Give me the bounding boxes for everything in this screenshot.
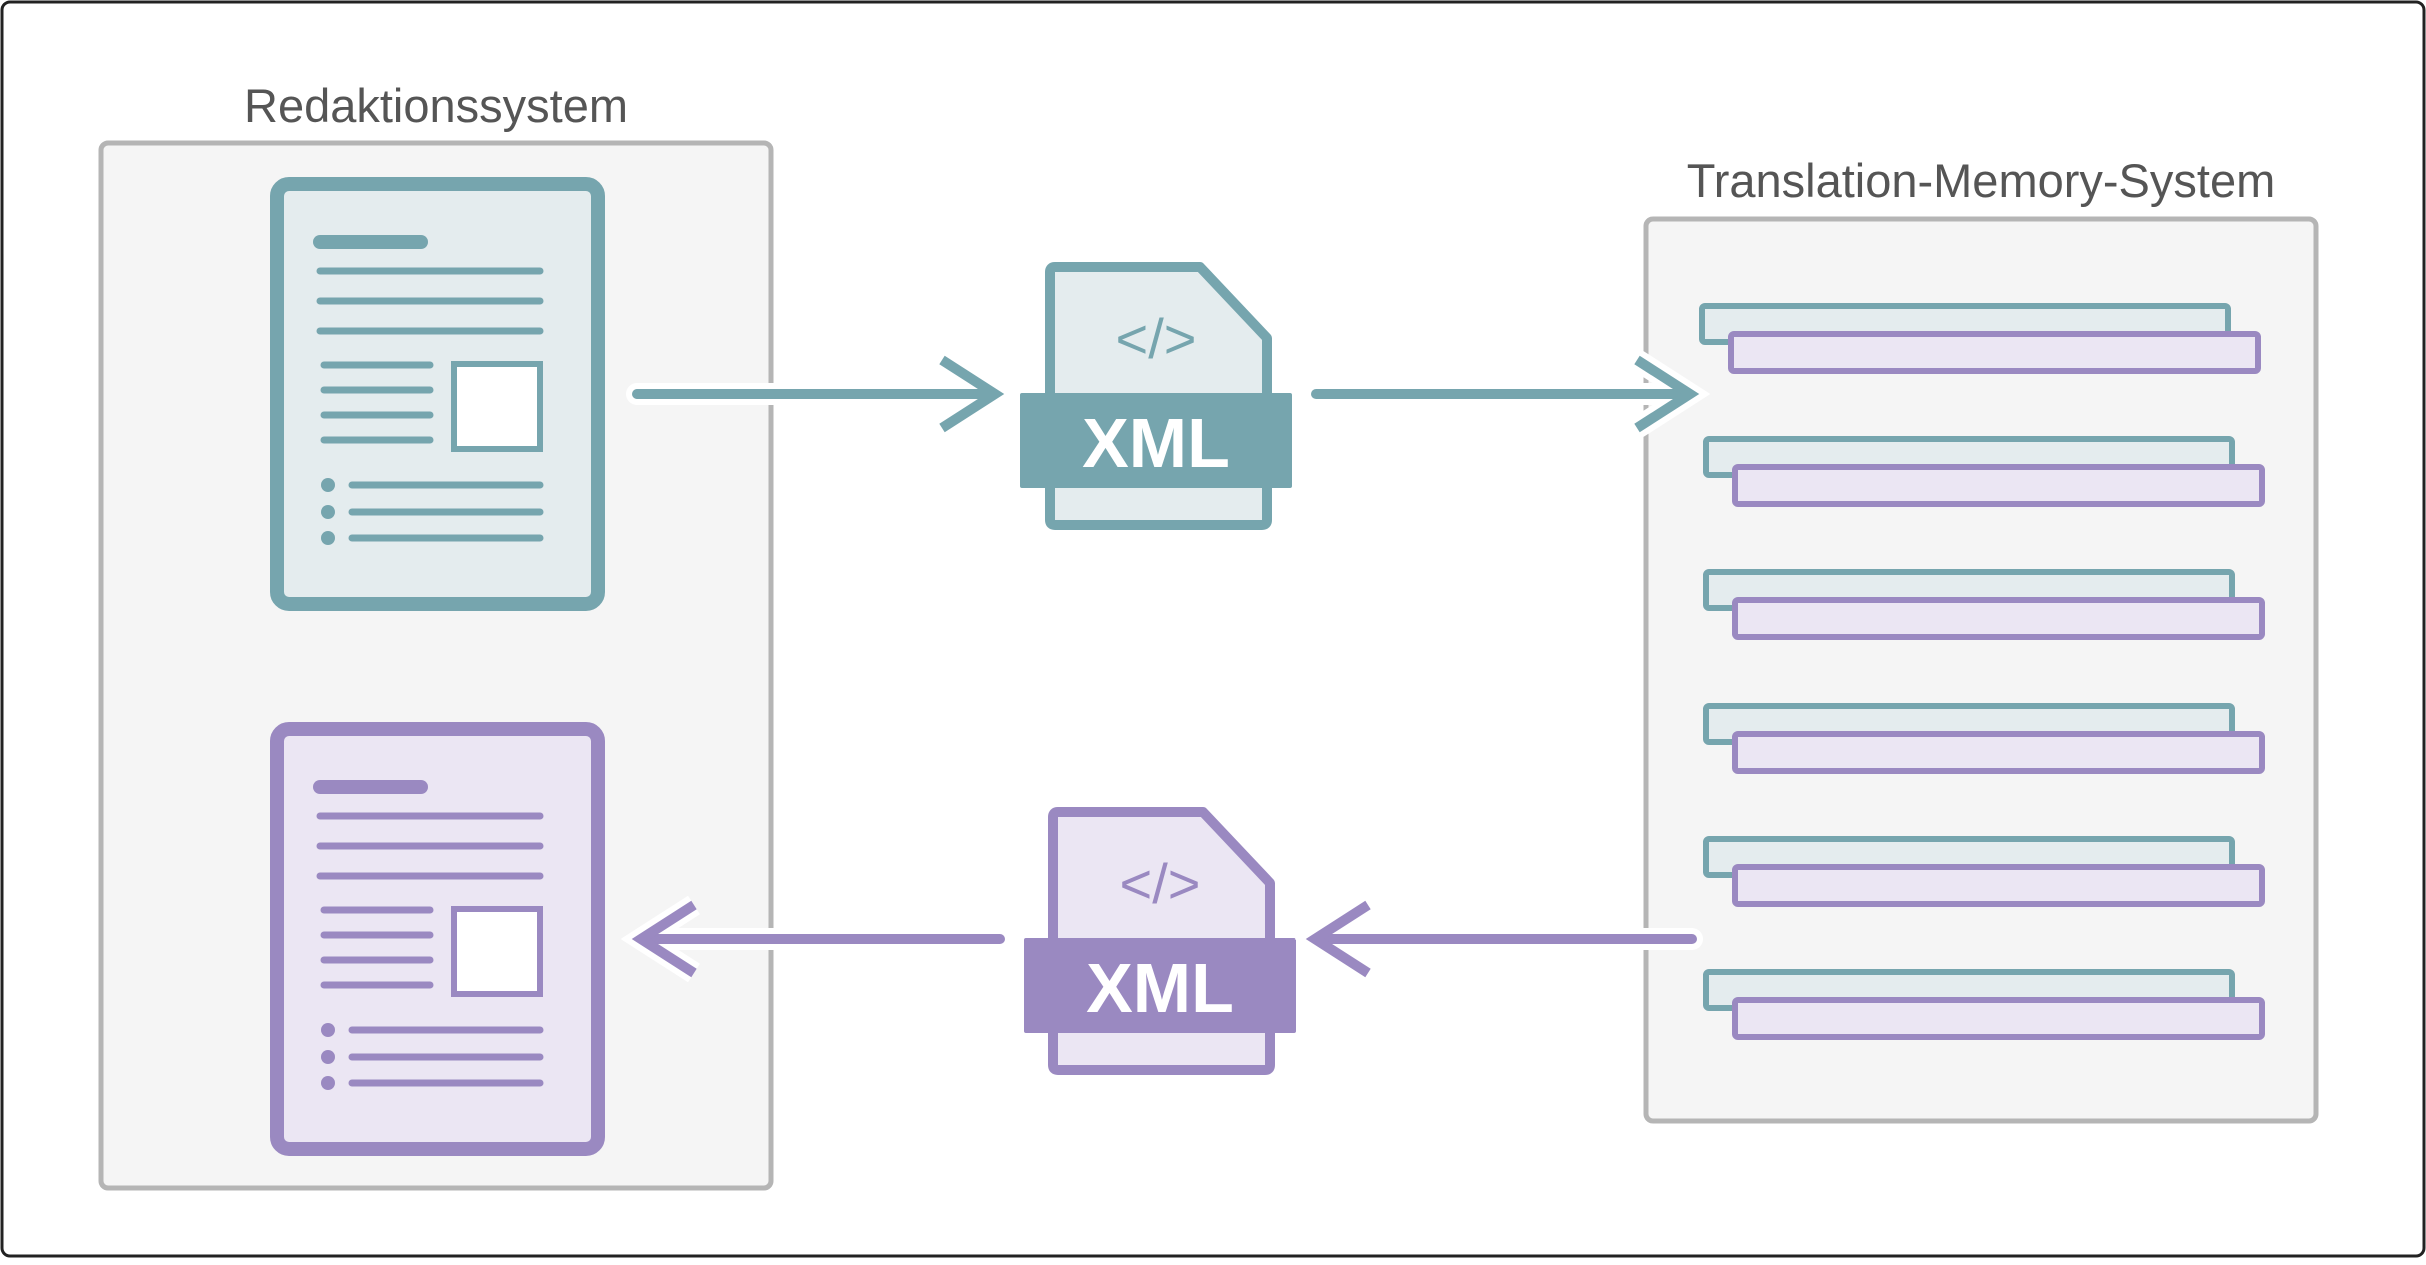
xml-import-code-glyph: </> (1120, 852, 1201, 915)
tm-segment-pairs (1699, 303, 2265, 1040)
source-document-icon (270, 177, 605, 611)
arrow-xml-to-tms (1305, 350, 1711, 438)
xml-import-label: XML (1086, 949, 1234, 1027)
xml-export-code-glyph: </> (1116, 307, 1197, 370)
tm-segment-pair (1703, 569, 2265, 640)
arrow-tms-to-xml (1294, 895, 1703, 983)
tm-segment-pair (1703, 436, 2265, 507)
target-document-icon (270, 722, 605, 1156)
tm-segment-pair (1703, 969, 2265, 1040)
arrow-doc-to-xml (626, 350, 1016, 438)
redaktionssystem-label: Redaktionssystem (244, 79, 628, 132)
xml-import-file-icon: </> XML (1024, 807, 1296, 1075)
tm-segment-pair (1703, 836, 2265, 907)
tm-segment-pair (1699, 303, 2261, 374)
tm-segment-pair (1703, 703, 2265, 774)
xml-export-label: XML (1082, 404, 1230, 482)
translation-memory-label: Translation-Memory-System (1687, 154, 2276, 207)
xml-export-file-icon: </> XML (1020, 262, 1292, 530)
arrow-xml-to-doc (620, 895, 1011, 983)
